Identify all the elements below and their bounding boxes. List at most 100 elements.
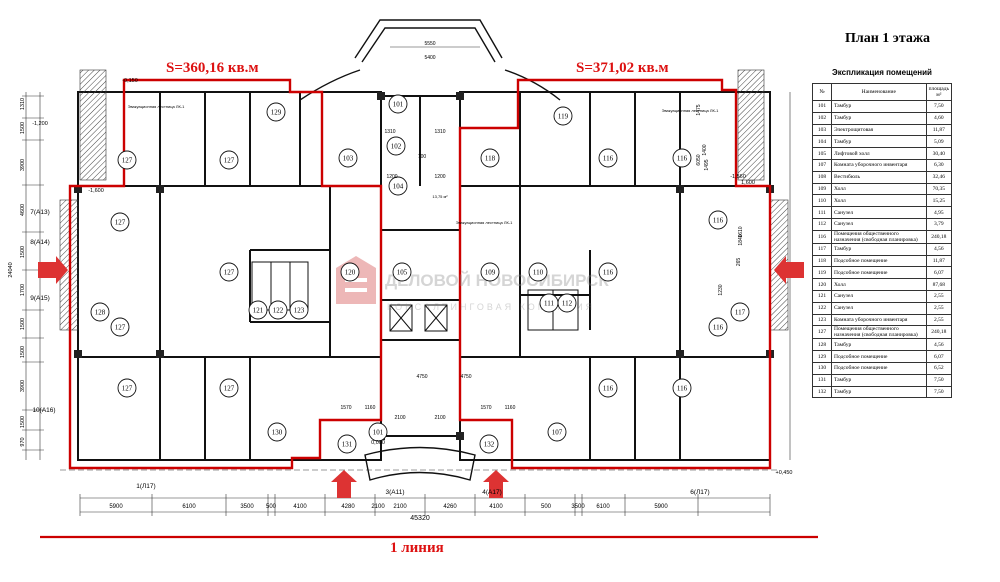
room-area-cell: 7,50 bbox=[925, 100, 953, 113]
dimension-label: 500 bbox=[266, 504, 277, 510]
room-area-cell: 11,87 bbox=[925, 254, 953, 268]
dimension-label: 1475 bbox=[696, 104, 702, 115]
room-number-cell: 104 bbox=[812, 135, 832, 149]
dimension-label: 3900 bbox=[20, 380, 26, 392]
room-number: 112 bbox=[562, 300, 573, 308]
dimension-label: 1840 bbox=[738, 234, 744, 245]
room-number: 127 bbox=[224, 385, 235, 393]
room-number: 105 bbox=[397, 269, 408, 277]
dimension-label: 45320 bbox=[410, 515, 430, 522]
room-tag: 109 bbox=[480, 262, 500, 282]
room-tag: 130 bbox=[267, 422, 287, 442]
room-number: 127 bbox=[122, 385, 133, 393]
dimension-label: 1160 bbox=[505, 405, 516, 411]
room-area-cell: 87,68 bbox=[925, 278, 953, 291]
room-area-cell: 11,87 bbox=[925, 123, 953, 137]
dimension-label: 8(А14) bbox=[30, 239, 50, 246]
room-tag-circle bbox=[110, 317, 130, 337]
room-tag: 116 bbox=[598, 378, 618, 398]
dimension-label: 700 bbox=[418, 154, 427, 160]
elevator-shafts bbox=[389, 304, 448, 332]
room-number: 116 bbox=[603, 385, 614, 393]
dimension-label: 3900 bbox=[20, 159, 26, 171]
room-area-cell: 4,56 bbox=[925, 338, 953, 352]
dimension-label: 6100 bbox=[596, 504, 610, 510]
room-number: 130 bbox=[272, 429, 283, 437]
room-number-cell: 123 bbox=[812, 313, 832, 327]
room-tag-circle bbox=[672, 378, 692, 398]
room-area-cell: 4,95 bbox=[925, 206, 953, 219]
room-number-cell: 101 bbox=[812, 100, 832, 113]
room-number: 116 bbox=[677, 385, 688, 393]
room-number-cell: 128 bbox=[812, 338, 832, 352]
room-number: 127 bbox=[115, 324, 126, 332]
room-area-cell: 6,52 bbox=[925, 361, 953, 375]
room-number: 131 bbox=[342, 441, 353, 449]
room-number-cell: 118 bbox=[812, 254, 832, 268]
dimension-label: 1230 bbox=[718, 284, 724, 295]
room-number: 123 bbox=[294, 307, 305, 315]
room-name-cell: Подсобное помещение bbox=[831, 266, 927, 280]
room-number-cell: 119 bbox=[812, 266, 832, 280]
dimension-label: -0,150 bbox=[122, 78, 138, 84]
dimension-label: 4260 bbox=[443, 504, 457, 510]
room-tag: 117 bbox=[730, 302, 750, 322]
dimension-label: 4600 bbox=[20, 204, 26, 216]
dimension-label: 1700 bbox=[20, 284, 26, 296]
room-name-cell: Тамбур bbox=[831, 111, 927, 125]
area-boundaries bbox=[68, 78, 772, 470]
room-number-cell: 112 bbox=[812, 217, 832, 231]
dimension-label: 4(А17) bbox=[482, 489, 502, 496]
room-number: 127 bbox=[115, 219, 126, 227]
room-tag: 119 bbox=[553, 106, 573, 126]
room-number-cell: 127 bbox=[812, 325, 832, 340]
room-tag-circle bbox=[248, 300, 268, 320]
room-area-cell: 2,55 bbox=[925, 289, 953, 303]
room-tag-circle bbox=[480, 262, 500, 282]
dimension-label: +0,450 bbox=[776, 470, 793, 476]
room-tag-circle bbox=[219, 262, 239, 282]
room-number: 111 bbox=[544, 300, 554, 308]
room-tag: 116 bbox=[672, 378, 692, 398]
room-tag-circle bbox=[340, 262, 360, 282]
dimension-label: 0,000 bbox=[371, 440, 385, 446]
dimension-label: 1570 bbox=[480, 405, 491, 411]
room-number-cell: 132 bbox=[812, 385, 832, 399]
room-number-cell: 121 bbox=[812, 289, 832, 303]
room-schedule-title: Экспликация помещений bbox=[832, 68, 932, 77]
room-name-cell: Тамбур bbox=[831, 242, 927, 256]
room-tag-circle bbox=[388, 176, 408, 196]
room-name-cell: Санузел bbox=[831, 206, 927, 219]
dimension-label: 2100 bbox=[371, 504, 385, 510]
room-tag-circle bbox=[388, 94, 408, 114]
room-tag-circle bbox=[117, 378, 137, 398]
dimension-label: 24040 bbox=[8, 262, 14, 277]
room-number: 116 bbox=[603, 155, 614, 163]
room-tag-circle bbox=[392, 262, 412, 282]
room-name-cell: Помещения общественного назначения (своб… bbox=[831, 325, 927, 340]
room-tag: 127 bbox=[110, 212, 130, 232]
room-area-cell: 240,18 bbox=[925, 229, 953, 244]
room-name-cell: Лифтовой холл bbox=[831, 147, 927, 160]
dimension-label: 500 bbox=[541, 504, 552, 510]
room-tag: 118 bbox=[480, 148, 500, 168]
room-tag-circle bbox=[730, 302, 750, 322]
dimension-label: 3(А11) bbox=[385, 489, 404, 496]
room-tag-circle bbox=[337, 434, 357, 454]
room-number: 121 bbox=[253, 307, 264, 315]
room-tag: 103 bbox=[338, 148, 358, 168]
room-area-cell: 32,46 bbox=[925, 170, 953, 184]
room-tag-circle bbox=[219, 150, 239, 170]
plan-title: План 1 этажа bbox=[845, 31, 931, 46]
room-tag: 121 bbox=[248, 300, 268, 320]
